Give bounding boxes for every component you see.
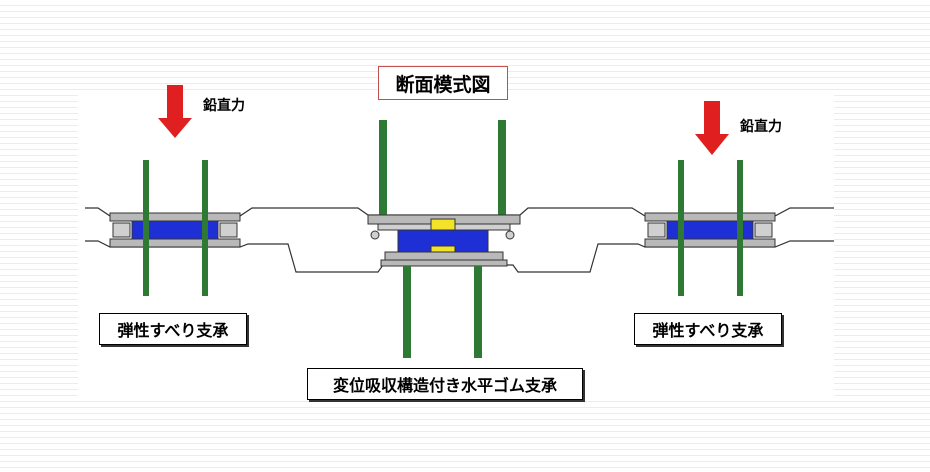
right-anchor-bar-2 — [737, 160, 743, 296]
force-label-left: 鉛直力 — [203, 98, 245, 114]
center-bolt-1 — [370, 230, 380, 240]
right-upper-plate — [644, 212, 776, 222]
right-side-block-1 — [647, 222, 666, 238]
center-lower-anchor-bar-1 — [403, 266, 411, 358]
left-lower-plate — [109, 238, 241, 248]
diagram-title: 断面模式図 — [378, 66, 508, 100]
center-bottom-plate — [380, 259, 508, 267]
right-side-block-2 — [754, 222, 773, 238]
right-force-arrow — [695, 101, 729, 155]
center-stopper-top — [430, 218, 456, 231]
center-base-plate — [384, 251, 504, 261]
right-anchor-bar-1 — [678, 160, 684, 296]
left-side-block-2 — [219, 222, 238, 238]
left-bearing — [109, 160, 241, 296]
left-side-block-1 — [112, 222, 131, 238]
center-bolt-2 — [505, 230, 515, 240]
left-force-arrow — [158, 85, 192, 138]
left-bearing-label: 弾性すべり支承 — [99, 313, 247, 345]
right-bearing — [644, 160, 776, 296]
left-upper-plate — [109, 212, 241, 222]
right-lower-plate — [644, 238, 776, 248]
force-label-right: 鉛直力 — [740, 119, 782, 135]
center-upper-anchor-bar-1 — [379, 120, 387, 218]
center-bearing — [367, 120, 521, 358]
center-bearing-label: 変位吸収構造付き水平ゴム支承 — [307, 368, 583, 400]
left-anchor-bar-1 — [143, 160, 149, 296]
right-bearing-label: 弾性すべり支承 — [634, 313, 782, 345]
center-lower-anchor-bar-2 — [474, 266, 482, 358]
center-upper-anchor-bar-2 — [498, 120, 506, 218]
left-anchor-bar-2 — [202, 160, 208, 296]
